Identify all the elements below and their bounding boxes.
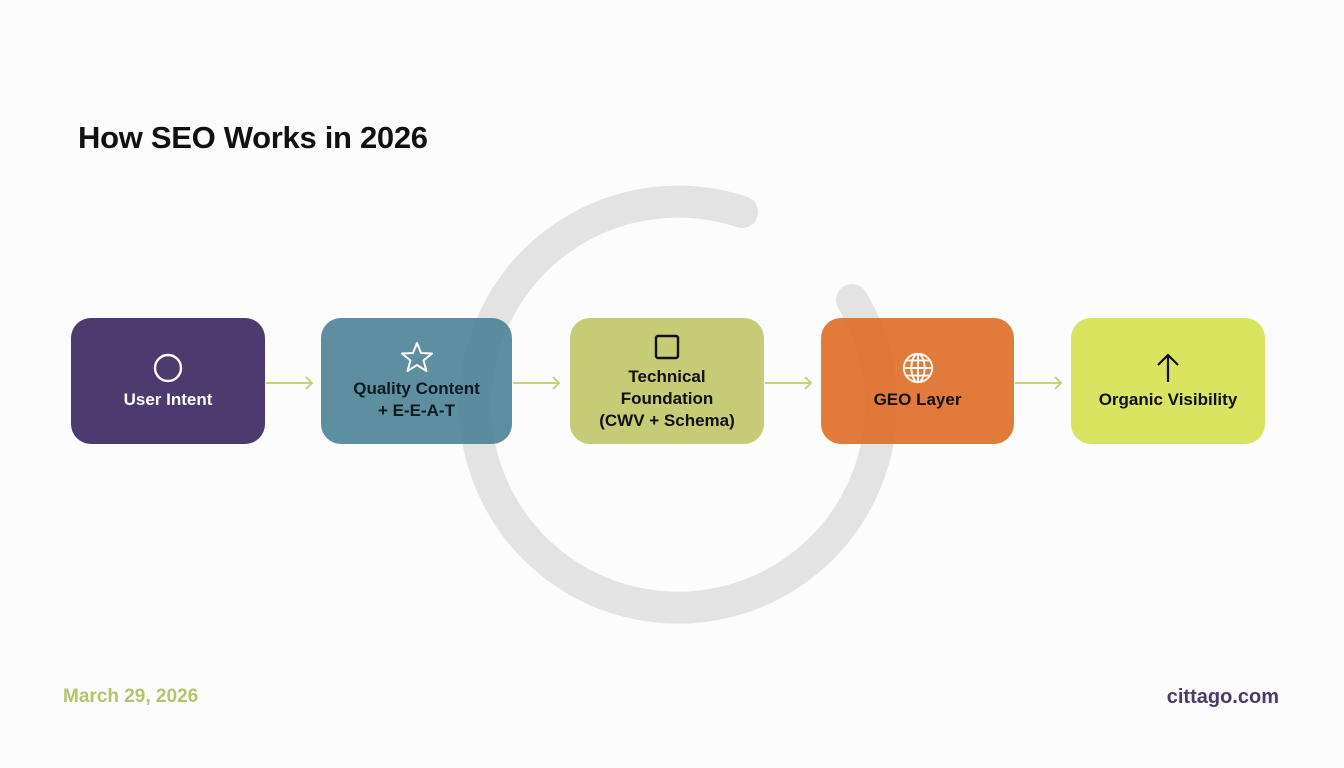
step-organic-visibility: Organic Visibility (1071, 318, 1265, 444)
step-label: Technical Foundation (CWV + Schema) (599, 367, 735, 430)
step-geo-layer: GEO Layer (821, 318, 1014, 444)
step-label: GEO Layer (873, 390, 962, 409)
square-icon (650, 330, 684, 364)
footer-site[interactable]: cittago.com (1166, 686, 1279, 708)
step-label: Quality Content + E-E-A-T (353, 379, 480, 420)
connector-arrow (513, 376, 561, 390)
step-label: Organic Visibility (1098, 390, 1238, 409)
connector-arrow (266, 376, 314, 390)
arrow-up-icon (1151, 351, 1185, 385)
step-label: User Intent (123, 390, 213, 409)
footer-date: March 29, 2026 (63, 686, 199, 707)
star-icon (400, 340, 434, 374)
connector-arrow (765, 376, 813, 390)
connector-arrow (1015, 376, 1063, 390)
globe-icon (901, 351, 935, 385)
diagram-title: How SEO Works in 2026 (78, 120, 428, 155)
circle-icon (151, 351, 185, 385)
step-user-intent: User Intent (71, 318, 265, 444)
step-quality-content: Quality Content + E-E-A-T (321, 318, 512, 444)
step-technical-foundation: Technical Foundation (CWV + Schema) (570, 318, 764, 444)
